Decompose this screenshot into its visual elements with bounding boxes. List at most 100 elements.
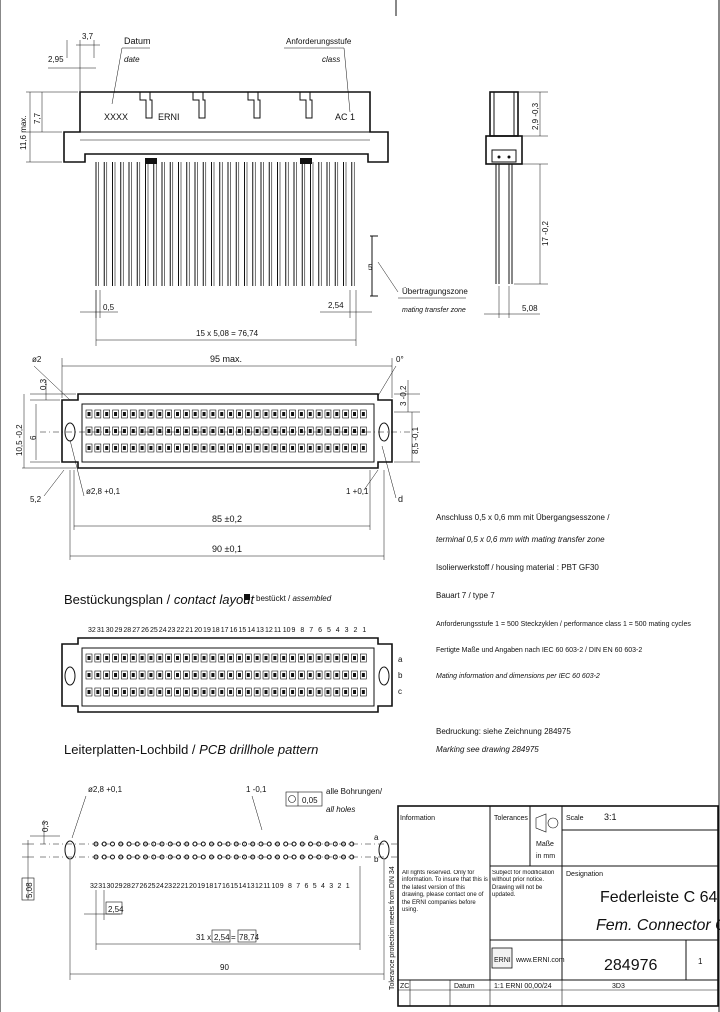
- pcb-title: Leiterplatten-Lochbild / PCB drillhole p…: [64, 742, 318, 757]
- drill-hole: [266, 841, 272, 847]
- contact-number: 1: [362, 627, 366, 634]
- contact-assembled: [202, 673, 206, 677]
- contact-cell: [253, 653, 261, 663]
- contact-cell: [156, 670, 164, 680]
- contact-cell: [183, 653, 190, 663]
- contact-pin: [105, 412, 109, 416]
- contact-cell: [333, 653, 341, 663]
- contact-cell: [129, 409, 137, 419]
- contact-cell: [209, 426, 217, 436]
- contact-pin: [291, 446, 295, 450]
- dim-2-8: ø2,8 +0,1: [86, 487, 121, 496]
- contact-cell: [262, 687, 270, 697]
- contact-cell: [253, 687, 261, 697]
- contact-cell: [351, 670, 358, 680]
- contact-assembled: [291, 656, 295, 660]
- pcb-bohrungen-en: all holes: [326, 805, 355, 814]
- contact-cell: [121, 443, 128, 453]
- contact-assembled: [193, 690, 197, 694]
- dim-box: [211, 929, 231, 943]
- label-ac1: AC 1: [335, 112, 355, 122]
- contact-pin: [246, 429, 250, 433]
- dim-11-6-max: 11,6 max.: [19, 115, 28, 150]
- drill-hole: [101, 841, 107, 847]
- dim-o1: 0°: [396, 355, 404, 364]
- contact-cell: [315, 653, 323, 663]
- contact-assembled: [122, 690, 126, 694]
- drill-hole: [110, 854, 115, 860]
- contact-cell: [156, 443, 164, 453]
- contact-pin: [114, 429, 118, 433]
- contact-assembled: [149, 673, 153, 677]
- drill-hole: [225, 854, 231, 860]
- contact-cell: [342, 687, 349, 697]
- drill-hole: [250, 841, 256, 847]
- drill-hole: [126, 854, 132, 860]
- contact-assembled: [344, 673, 348, 677]
- contact-assembled: [308, 673, 312, 677]
- contact-cell: [183, 443, 190, 453]
- contact-cell: [342, 653, 349, 663]
- pcb-dim-0-05: 0,05: [302, 796, 318, 805]
- contact-cell: [333, 426, 341, 436]
- leader-line: [251, 795, 263, 831]
- tb-bottom-right: 3D3: [612, 983, 625, 990]
- contact-cell: [342, 409, 349, 419]
- contact-pin: [176, 429, 179, 433]
- contact-cell: [121, 687, 128, 697]
- pcb-dim-2-8: ø2,8 +0,1: [88, 785, 123, 794]
- contact-assembled: [105, 656, 109, 660]
- contact-pin: [264, 429, 268, 433]
- contact-cell: [315, 426, 323, 436]
- contact-pin: [114, 446, 118, 450]
- tb-name-en: Fem. Connector C 64: [596, 917, 720, 934]
- pin-array: [95, 162, 355, 286]
- contact-cell: [306, 426, 314, 436]
- drill-hole: [118, 854, 124, 860]
- drill-hole: [299, 854, 305, 860]
- contact-cell: [138, 443, 146, 453]
- connector-body-outline: [63, 91, 389, 163]
- front-contact-field: [81, 403, 375, 463]
- contact-pin: [167, 412, 171, 416]
- hole-number: 31: [98, 883, 106, 890]
- leader-line: [381, 445, 397, 499]
- contact-cell: [315, 409, 323, 419]
- contact-cell: [262, 443, 270, 453]
- hole-number: 17: [214, 883, 222, 890]
- contact-cell: [85, 670, 93, 680]
- pcb-dim-90: 90: [220, 963, 229, 972]
- drill-hole: [242, 841, 247, 847]
- contact-cell: [253, 426, 261, 436]
- tb-company-url: www.ERNI.com: [515, 957, 565, 964]
- contact-pin: [282, 429, 286, 433]
- contact-pin: [149, 429, 153, 433]
- contact-assembled: [317, 673, 321, 677]
- contact-cell: [351, 687, 358, 697]
- contact-pin: [211, 446, 215, 450]
- label-d: d: [398, 494, 403, 504]
- contact-assembled: [158, 690, 162, 694]
- contact-pin: [167, 446, 171, 450]
- drill-hole: [151, 841, 157, 847]
- contact-pin: [361, 429, 365, 433]
- contact-pin: [176, 412, 179, 416]
- contact-number: 18: [212, 627, 220, 634]
- contact-assembled: [335, 656, 339, 660]
- contact-pin: [167, 429, 171, 433]
- contact-pin: [149, 446, 153, 450]
- contact-pin: [229, 446, 233, 450]
- contact-assembled: [264, 690, 268, 694]
- contact-pin: [353, 429, 356, 433]
- contact-pin: [105, 446, 109, 450]
- leader-line: [377, 365, 397, 397]
- title-block-frame: [397, 805, 719, 1007]
- contact-cell: [245, 687, 252, 697]
- contact-pin: [255, 429, 259, 433]
- contact-assembled: [308, 690, 312, 694]
- drill-hole: [151, 854, 157, 860]
- dim-5-08: 5,08: [522, 304, 538, 313]
- drill-hole: [143, 841, 148, 847]
- contact-cell: [342, 670, 349, 680]
- drill-hole: [110, 841, 115, 847]
